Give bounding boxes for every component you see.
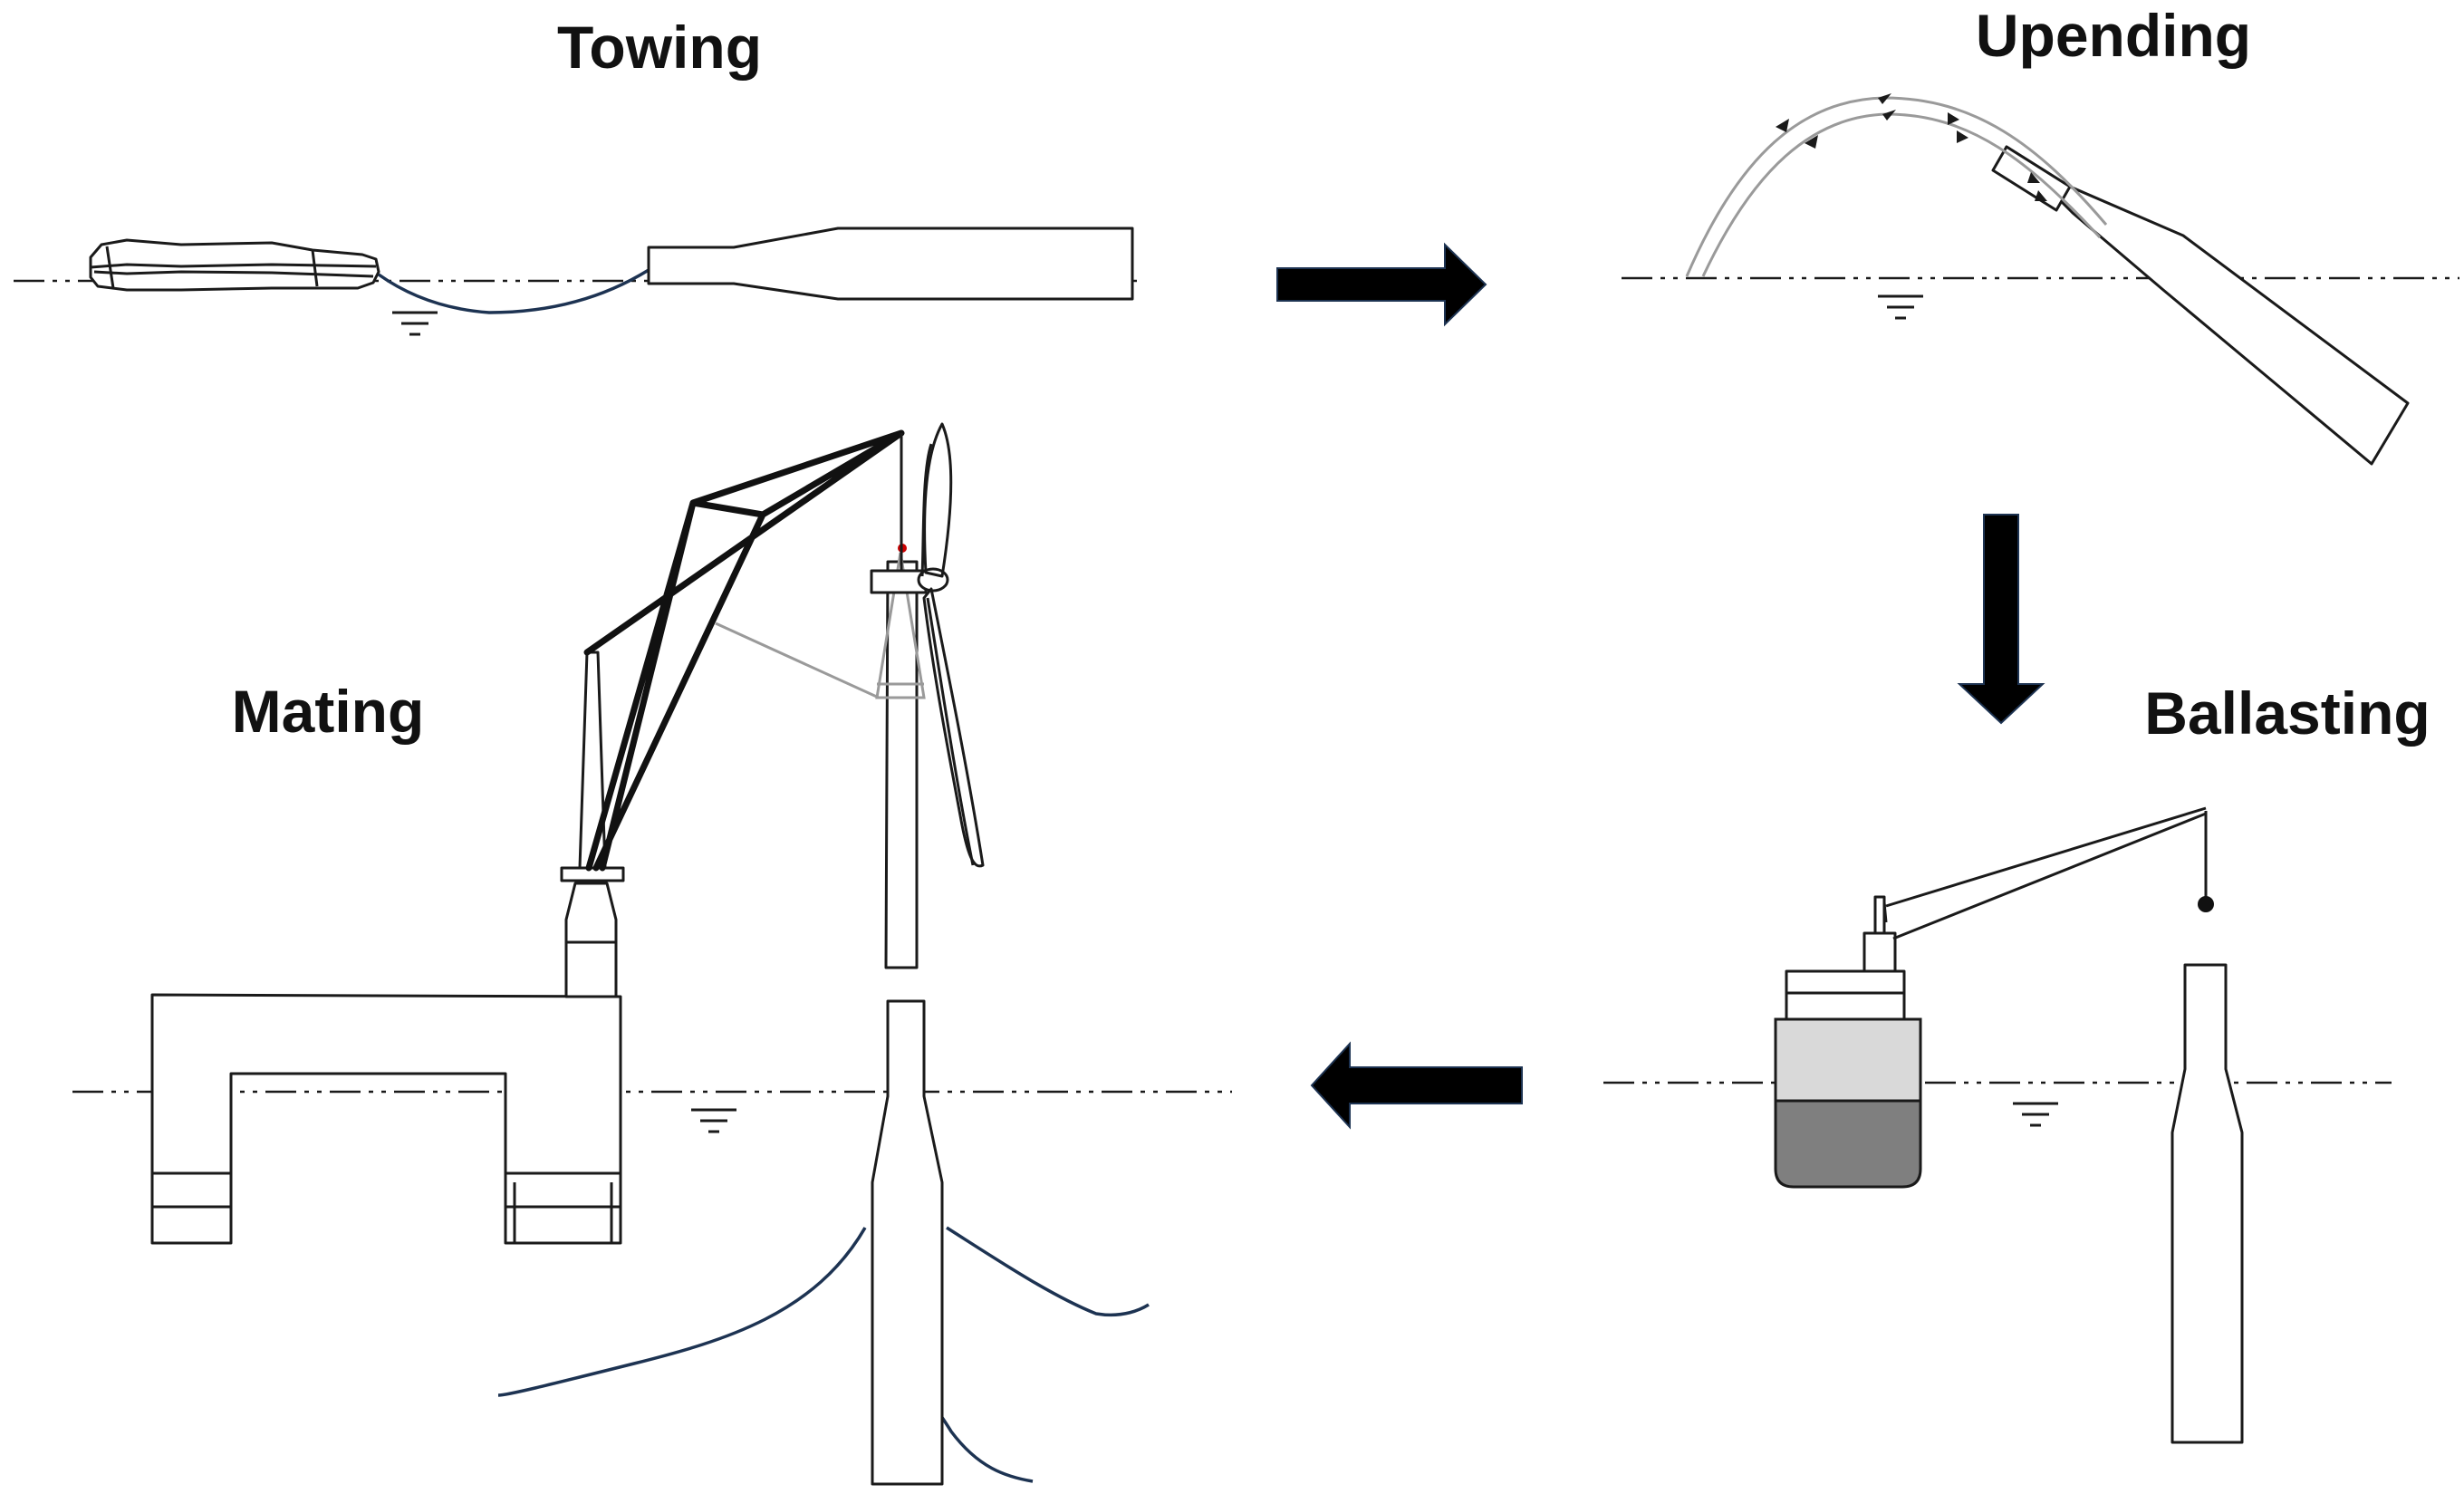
mating-water-symbol [691,1108,736,1133]
stage-label-upending: Upending [1976,2,2251,69]
stage-label-towing: Towing [557,14,762,81]
spar-hull-horizontal [647,227,1134,301]
turbine-tower [884,560,919,969]
tug-boat [89,238,380,292]
crane-boom-truss [583,429,905,872]
crane-guide-line [715,622,880,699]
tow-line [377,268,650,314]
catamaran-hull [150,993,622,1245]
mooring-line-right [946,1226,1150,1316]
upending-stage [1622,93,2459,466]
turbine-hub [917,567,949,593]
towing-water-symbol [392,311,438,336]
mooring-line-left [497,1227,867,1397]
crane-pedestal [1862,931,1897,973]
catamaran-crane-vessel [150,429,905,1245]
turbine-nacelle [870,569,928,594]
mating-spar-hull [871,999,944,1486]
crane-slewing-ring [560,866,625,882]
stage-label-ballasting: Ballasting [2144,680,2430,747]
turbine-blade-lower-inner [926,597,975,866]
spar-hull-upright [2170,963,2244,1444]
lifting-frame [875,552,926,699]
right-arrow [1276,242,1487,327]
crane-post [1873,895,1886,935]
wind-turbine [870,422,985,969]
crane-hook [2198,896,2214,912]
crane-tower-base [564,882,618,998]
crane-boom [1882,806,2207,940]
ballasting-stage [1603,806,2392,1444]
vessel-ballast-filled [1774,1099,1922,1189]
upending-cable-arrowheads [1776,93,2047,201]
upending-water-symbol [1878,294,1923,320]
vessel-ballast-empty [1774,1017,1922,1103]
turbine-blade-upper [923,422,953,578]
crane-vessel [1774,806,2214,1189]
stage-label-mating: Mating [232,678,425,745]
mating-stage [72,422,1232,1486]
left-arrow [1310,1041,1523,1130]
towing-stage [14,227,1137,336]
down-arrow [1957,514,2045,725]
vessel-deck-upper [1785,969,1906,995]
vessel-deck-lower [1785,991,1906,1021]
ballasting-water-symbol [2013,1102,2058,1127]
turbine-blade-upper-inner [920,443,933,577]
